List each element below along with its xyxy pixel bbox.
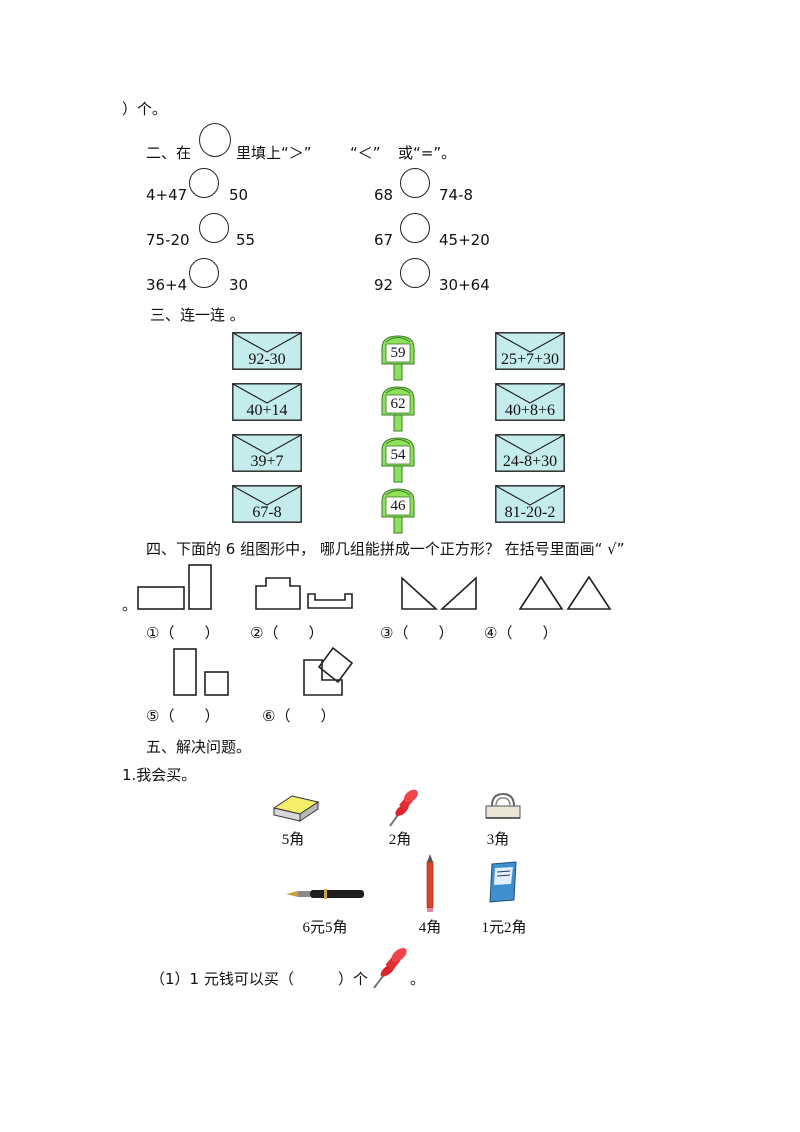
title-circle	[199, 123, 231, 157]
price-eraser: 5角	[281, 832, 305, 848]
sec2-title-b: 里填上“＞”	[236, 144, 312, 162]
shape-rect-tall-5	[173, 648, 197, 696]
compare-right: 55	[236, 231, 256, 249]
left-envelope-1[interactable]: 92-30	[232, 332, 302, 370]
shape-rect-wide	[137, 586, 185, 610]
shape-stepped	[255, 577, 301, 610]
right-envelope-4[interactable]: 81-20-2	[495, 485, 565, 523]
shape-triangle-2	[566, 575, 612, 610]
price-notebook: 1元2角	[481, 920, 527, 936]
shape-right-triangle-2	[439, 576, 477, 610]
sec5-sub: 1.我会买。	[122, 766, 197, 784]
mailbox-number: 46	[390, 498, 406, 514]
eraser-icon	[272, 795, 320, 822]
shape-groups	[137, 564, 612, 696]
price-pushpin: 2角	[388, 832, 412, 848]
sec2-title-c: “＜”	[350, 144, 381, 162]
sec4-title: 四、下面的 6 组图形中， 哪几组能拼成一个正方形？ 在括号里面画“ √”	[146, 540, 625, 558]
sec5-title: 五、解决问题。	[146, 738, 252, 756]
shape-diamond	[317, 646, 354, 684]
shape-notched	[307, 593, 353, 609]
shape-L	[303, 659, 343, 696]
compare-right: 30+64	[439, 276, 490, 294]
shape-triangle-1	[518, 575, 564, 610]
group-label-4: ④（ ）	[484, 624, 558, 642]
compare-circle[interactable]	[189, 258, 219, 288]
sec4-lead: 。	[122, 596, 138, 614]
compare-left: 75-20	[146, 231, 190, 249]
mailbox-4[interactable]: 46	[378, 487, 418, 535]
notebook-icon	[489, 861, 517, 903]
envelope-expression: 81-20-2	[504, 504, 556, 521]
sec3-title: 三、连一连 。	[150, 306, 245, 324]
group-label-2: ②（ ）	[250, 624, 324, 642]
group-label-1: ①（ ）	[146, 624, 220, 642]
mailbox-2[interactable]: 62	[378, 385, 418, 433]
compare-circle[interactable]	[400, 168, 430, 198]
mailbox-number: 59	[390, 345, 406, 361]
q1-text-c: 。	[410, 970, 426, 988]
left-envelope-3[interactable]: 39+7	[232, 434, 302, 472]
compare-right: 45+20	[439, 231, 490, 249]
mailbox-number: 54	[390, 447, 406, 463]
fountain-pen-icon	[286, 889, 364, 899]
q1-text-b: ）个	[338, 970, 369, 988]
envelope-expression: 25+7+30	[500, 351, 560, 368]
envelope-expression: 24-8+30	[502, 453, 558, 470]
right-envelope-3[interactable]: 24-8+30	[495, 434, 565, 472]
compare-circle[interactable]	[199, 213, 229, 243]
envelope-expression: 40+8+6	[504, 402, 556, 419]
right-envelope-1[interactable]: 25+7+30	[495, 332, 565, 370]
compare-left: 92	[374, 276, 394, 294]
price-pencil: 4角	[418, 920, 442, 936]
left-envelope-2[interactable]: 40+14	[232, 383, 302, 421]
group-label-5: ⑤（ ）	[146, 707, 220, 725]
compare-right: 74-8	[439, 186, 474, 204]
clip-icon	[485, 792, 521, 819]
shape-square-5	[204, 671, 229, 696]
pencil-icon	[426, 854, 434, 912]
compare-left: 36+4	[146, 276, 188, 294]
left-envelope-4[interactable]: 67-8	[232, 485, 302, 523]
compare-left: 67	[374, 231, 394, 249]
sec2-title-a: 二、在	[146, 144, 192, 162]
compare-circle[interactable]	[189, 168, 219, 198]
price-clip: 3角	[486, 832, 510, 848]
envelope-expression: 40+14	[246, 402, 288, 419]
mailbox-number: 62	[390, 396, 406, 412]
envelope-expression: 39+7	[250, 453, 284, 470]
pushpin-icon	[373, 948, 407, 989]
top-fragment: ）个。	[122, 100, 168, 118]
compare-right: 30	[229, 276, 249, 294]
mailbox-3[interactable]: 54	[378, 436, 418, 484]
mailbox-1[interactable]: 59	[378, 334, 418, 382]
right-envelope-2[interactable]: 40+8+6	[495, 383, 565, 421]
compare-left: 68	[374, 186, 394, 204]
q1-text-a: （1）1 元钱可以买（	[150, 970, 294, 988]
price-pen: 6元5角	[302, 920, 348, 936]
group-label-6: ⑥（ ）	[262, 707, 336, 725]
compare-circle[interactable]	[400, 258, 430, 288]
shape-rect-tall	[188, 564, 212, 610]
envelope-expression: 67-8	[252, 504, 282, 521]
pushpin-icon	[389, 789, 418, 827]
sec2-title-d: 或“=”。	[398, 144, 457, 162]
shape-right-triangle-1	[401, 576, 439, 610]
compare-circle[interactable]	[400, 213, 430, 243]
compare-right: 50	[229, 186, 249, 204]
envelope-expression: 92-30	[248, 351, 286, 368]
group-label-3: ③（ ）	[380, 624, 454, 642]
compare-left: 4+47	[146, 186, 188, 204]
